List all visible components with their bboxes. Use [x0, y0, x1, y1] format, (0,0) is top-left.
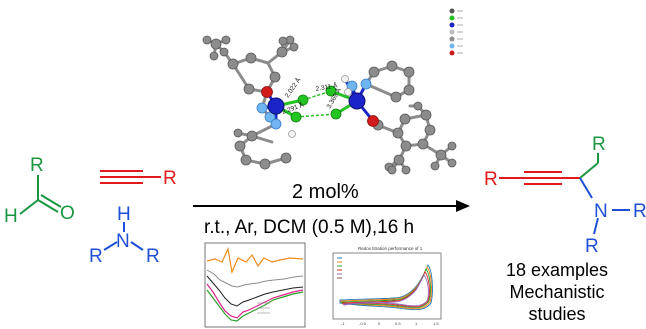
crystal-cl-atoms — [290, 85, 342, 123]
product-n-label: N — [594, 201, 608, 222]
product-r-alkyne-label: R — [484, 169, 498, 190]
product-r-top-label: R — [592, 134, 606, 155]
cv-x-ticks: -1 -0.5 0 0.5 1 1.5 — [341, 321, 439, 326]
summary-studies: studies — [528, 304, 585, 324]
cv-tick-5: 1 — [415, 321, 418, 326]
distance-label-1: 2.022 Å — [282, 75, 303, 99]
aldehyde-r-label: R — [30, 155, 44, 176]
amine-structure — [103, 222, 144, 251]
summary-mechanistic: Mechanistic — [509, 282, 604, 302]
cv-curves — [339, 264, 433, 311]
atom-legend — [449, 8, 463, 56]
summary-examples: 18 examples — [506, 260, 608, 280]
catalyst-loading: 2 mol% — [292, 181, 359, 203]
cv-tick-6: 1.5 — [433, 321, 439, 326]
reaction-conditions: r.t., Ar, DCM (0.5 M),16 h — [204, 217, 414, 238]
crystal-cu-atoms — [267, 92, 366, 115]
cv-title: Redox titration performance of 1 — [358, 246, 423, 251]
amine-n-label: N — [116, 231, 130, 252]
product-alkyne-bond — [499, 171, 580, 185]
crystal-n-atoms — [256, 78, 372, 130]
amine-h-label: H — [117, 204, 131, 225]
cv-tick-1: -1 — [341, 321, 345, 326]
cv-thumbnail: Redox titration performance of 1 -1 -0.5… — [332, 246, 442, 326]
reaction-arrowhead — [456, 200, 470, 212]
product-r-n-label: R — [633, 201, 646, 222]
crystal-o-atoms — [261, 86, 379, 127]
aldehyde-o-label: O — [60, 203, 75, 224]
amine-r-right-label: R — [146, 246, 160, 267]
alkyne-triple-bond — [100, 170, 161, 184]
cv-tick-3: 0 — [378, 321, 381, 326]
crystal-h-bonds — [295, 90, 337, 118]
aldehyde-structure — [19, 175, 62, 215]
product-r-bottom-label: R — [585, 236, 599, 257]
crystal-h-atoms — [288, 75, 352, 138]
amine-r-left-label: R — [89, 246, 103, 267]
alkyne-r-label: R — [163, 168, 177, 189]
cv-tick-4: 0.5 — [395, 321, 401, 326]
crystal-structure: 2.022 Å 2.291 Å 2.311 Å 3.369 Å — [202, 35, 457, 175]
product-skeleton — [579, 153, 630, 235]
aldehyde-h-label: H — [4, 206, 18, 227]
crystal-c-atoms — [202, 35, 457, 175]
cv-legend — [337, 257, 342, 279]
spectrum-thumbnail — [204, 242, 306, 328]
cv-tick-2: -0.5 — [359, 321, 367, 326]
